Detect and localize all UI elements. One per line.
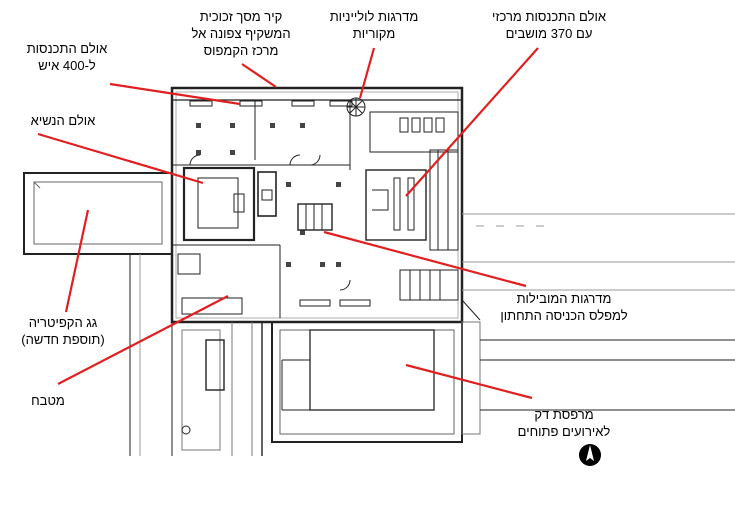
label-glass-wall-line1: קיר מסך זכוכית <box>199 9 283 24</box>
label-main-stairs: מדרגות המובילות למפלס הכניסה התחתון <box>484 290 644 324</box>
leader-lines <box>37 47 539 400</box>
label-hall-400-line2: ל-400 איש <box>38 58 96 73</box>
leader-spiral-stairs <box>358 47 376 99</box>
label-hall-400: אולם התכנסות ל-400 איש <box>8 40 126 74</box>
label-cafeteria-roof-line1: גג הקפיטריה <box>28 315 98 330</box>
label-cafeteria-roof-line2: (תוספת חדשה) <box>21 332 105 347</box>
plan-drawing <box>23 86 735 456</box>
label-spiral-stairs-line2: מקוריות <box>352 26 396 41</box>
leader-cafeteria-roof <box>64 209 90 313</box>
label-hall-370-line2: עם 370 מושבים <box>505 26 593 41</box>
leader-glass-wall <box>241 63 277 88</box>
north-arrow-icon <box>579 444 601 466</box>
label-glass-wall: קיר מסך זכוכית המשקיף צפונה אל מרכז הקמפ… <box>176 8 306 59</box>
label-main-stairs-line1: מדרגות המובילות <box>516 291 612 306</box>
label-deck-line2: לאירועים פתוחים <box>517 424 611 439</box>
leader-hall-400 <box>109 82 241 106</box>
label-cafeteria-roof: גג הקפיטריה (תוספת חדשה) <box>4 314 122 348</box>
label-hall-370-line1: אולם התכנסות מרכזי <box>491 9 607 24</box>
label-spiral-stairs: מדרגות לולייניות מקוריות <box>314 8 434 42</box>
label-hall-370: אולם התכנסות מרכזי עם 370 מושבים <box>474 8 624 42</box>
label-president-hall-line1: אולם הנשיא <box>30 113 96 128</box>
label-main-stairs-line2: למפלס הכניסה התחתון <box>500 308 628 323</box>
leader-deck <box>405 363 533 400</box>
leader-president-hall <box>37 132 204 185</box>
label-spiral-stairs-line1: מדרגות לולייניות <box>329 9 419 24</box>
label-glass-wall-line2: המשקיף צפונה אל <box>191 26 291 41</box>
label-president-hall: אולם הנשיא <box>8 112 118 129</box>
label-glass-wall-line3: מרכז הקמפוס <box>203 43 279 58</box>
leader-kitchen <box>57 295 229 385</box>
label-kitchen: מטבח <box>18 392 78 409</box>
leader-main-stairs <box>323 230 527 288</box>
label-hall-400-line1: אולם התכנסות <box>26 41 108 56</box>
label-deck-line1: מרפסת דק <box>534 407 594 422</box>
label-deck: מרפסת דק לאירועים פתוחים <box>494 406 634 440</box>
label-kitchen-line1: מטבח <box>31 393 65 408</box>
leader-hall-370 <box>405 47 539 197</box>
